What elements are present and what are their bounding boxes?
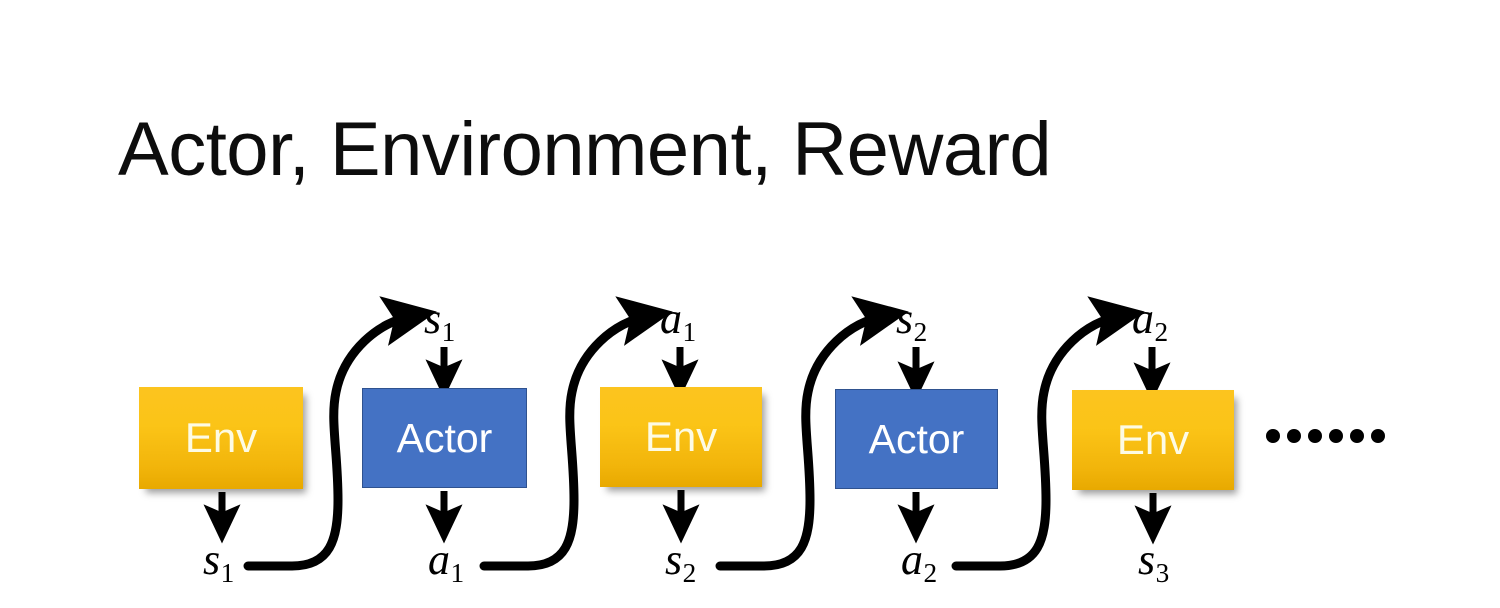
node-actor-1[interactable]: Actor bbox=[362, 388, 527, 488]
ellipsis-dot bbox=[1287, 429, 1301, 443]
label-action-a1-top: a1 bbox=[660, 294, 697, 347]
node-actor-2[interactable]: Actor bbox=[835, 389, 998, 489]
label-action-a2-top: a2 bbox=[1132, 294, 1169, 347]
label-state-s2-bottom: s2 bbox=[665, 535, 697, 588]
label-state-s1-bottom: s1 bbox=[203, 535, 235, 588]
page-title: Actor, Environment, Reward bbox=[118, 107, 1052, 192]
node-label: Actor bbox=[396, 414, 493, 461]
ellipsis-dot bbox=[1266, 429, 1280, 443]
node-env-1[interactable]: Env bbox=[139, 387, 303, 489]
node-label: Env bbox=[644, 413, 718, 460]
ellipsis-dot bbox=[1350, 429, 1364, 443]
node-label: Actor bbox=[868, 415, 965, 462]
curve-s1-to-actor1 bbox=[243, 296, 437, 571]
node-label: Env bbox=[184, 414, 258, 461]
ellipsis-dot bbox=[1329, 429, 1343, 443]
ellipsis-continuation bbox=[1266, 429, 1385, 443]
node-env-2[interactable]: Env bbox=[600, 387, 762, 487]
curve-a2-to-env3 bbox=[951, 296, 1145, 571]
label-action-a1-bottom: a1 bbox=[428, 535, 465, 588]
ellipsis-dot bbox=[1371, 429, 1385, 443]
label-action-a2-bottom: a2 bbox=[901, 535, 938, 588]
label-state-s2-top: s2 bbox=[896, 294, 928, 347]
node-env-3[interactable]: Env bbox=[1072, 390, 1234, 490]
node-label: Env bbox=[1116, 416, 1190, 463]
label-state-s3-bottom: s3 bbox=[1138, 535, 1170, 588]
label-state-s1-top: s1 bbox=[424, 294, 456, 347]
ellipsis-dot bbox=[1308, 429, 1322, 443]
curve-s2-to-env2-out bbox=[715, 296, 909, 571]
curve-a1-to-env2 bbox=[479, 296, 673, 571]
